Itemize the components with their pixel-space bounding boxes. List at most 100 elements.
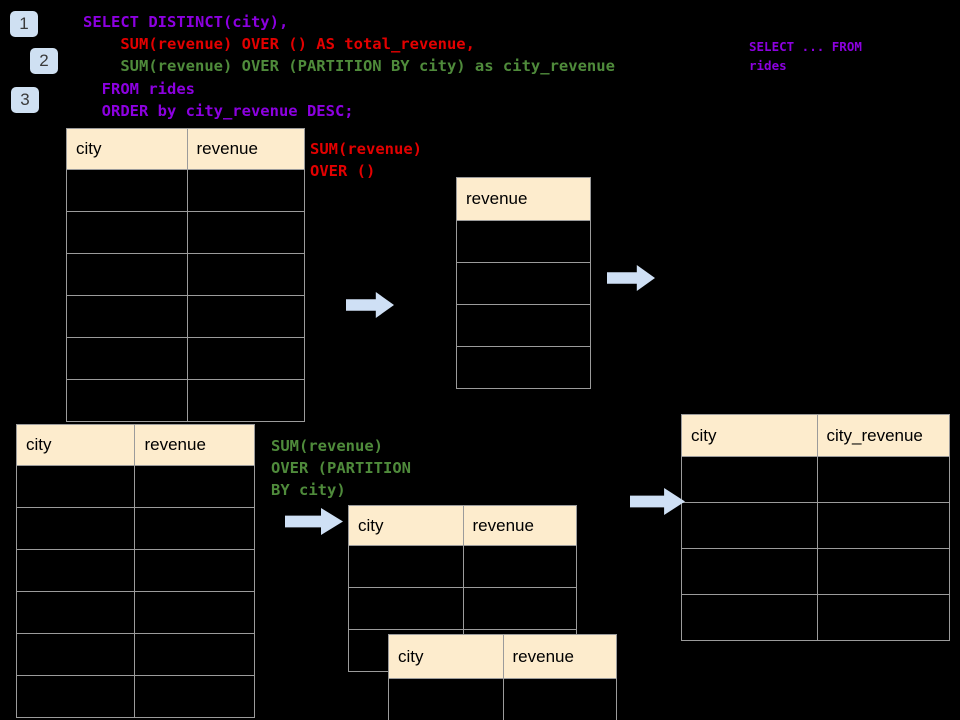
table-cell <box>134 675 255 718</box>
table-cell <box>681 502 818 549</box>
column-header-city: city <box>15 424 136 466</box>
table-cell <box>66 295 188 338</box>
table-cell <box>681 594 818 641</box>
table-cell <box>456 304 591 347</box>
table-cell <box>186 379 305 422</box>
table-row <box>348 545 577 588</box>
table-cell <box>66 379 188 422</box>
table-row <box>66 169 305 212</box>
column-header-city: city <box>681 414 818 457</box>
sql-line-order-by: ORDER by city_revenue DESC; <box>83 102 354 120</box>
table-row <box>66 379 305 422</box>
table-cell <box>186 169 305 212</box>
table-cell <box>502 678 617 720</box>
table-cell <box>15 591 136 634</box>
table-row <box>456 220 591 263</box>
sql-line-sum-over-partition: SUM(revenue) OVER (PARTITION BY city) as… <box>83 57 615 75</box>
column-header-city: city <box>348 505 464 546</box>
arrow-source-to-total <box>346 292 394 318</box>
table-cell <box>66 337 188 380</box>
column-header-revenue: revenue <box>186 128 305 170</box>
table-cell <box>456 346 591 389</box>
table-cell <box>66 211 188 254</box>
table-cell <box>15 675 136 718</box>
table-cell <box>186 337 305 380</box>
table-row <box>15 465 255 508</box>
table-row <box>348 587 577 630</box>
table-row <box>681 456 950 503</box>
column-header-city: city <box>388 634 504 679</box>
table-cell <box>15 465 136 508</box>
table-cell <box>462 545 577 588</box>
arrow-source-to-partition <box>285 508 343 535</box>
annotation-sum-over-empty: SUM(revenue) OVER () <box>310 140 422 180</box>
step-badge-1: 1 <box>10 11 38 37</box>
table-header-row: revenue <box>456 177 591 221</box>
table-cell <box>816 502 950 549</box>
table-cell <box>134 549 255 592</box>
table-cell <box>66 253 188 296</box>
annotation-sum-over-partition: SUM(revenue) OVER (PARTITION BY city) <box>271 437 411 499</box>
arrow-partition-to-result <box>630 488 685 515</box>
sql-line-from: FROM rides <box>83 80 195 98</box>
column-header-revenue: revenue <box>456 177 591 221</box>
table-cell <box>134 507 255 550</box>
arrow-total-to-result <box>607 265 655 291</box>
table-cell <box>462 587 577 630</box>
table-row <box>15 549 255 592</box>
table-cell <box>186 295 305 338</box>
sql-line-select-distinct: SELECT DISTINCT(city), <box>83 13 289 31</box>
table-row <box>66 295 305 338</box>
table-cell <box>186 211 305 254</box>
table-cell <box>348 587 464 630</box>
table-row <box>15 633 255 676</box>
annotation-select-from-rides: SELECT ... FROM rides <box>749 39 862 73</box>
table-cell <box>134 465 255 508</box>
sql-line-sum-over-empty: SUM(revenue) OVER () AS total_revenue, <box>83 35 475 53</box>
table-row <box>456 346 591 389</box>
table-row <box>456 262 591 305</box>
total-revenue-table: revenue <box>456 177 591 389</box>
table-cell <box>816 456 950 503</box>
table-cell <box>186 253 305 296</box>
table-cell <box>681 548 818 595</box>
table-cell <box>456 220 591 263</box>
table-cell <box>348 545 464 588</box>
table-row <box>66 337 305 380</box>
step-badge-3: 3 <box>11 87 39 113</box>
table-cell <box>15 549 136 592</box>
step-badge-2: 2 <box>30 48 58 74</box>
table-cell <box>66 169 188 212</box>
table-cell <box>15 633 136 676</box>
table-row <box>66 211 305 254</box>
table-row <box>681 502 950 549</box>
column-header-city_revenue: city_revenue <box>816 414 950 457</box>
column-header-city: city <box>66 128 188 170</box>
table-cell <box>134 633 255 676</box>
table-row <box>456 304 591 347</box>
table-row <box>681 548 950 595</box>
table-cell <box>681 456 818 503</box>
table-cell <box>15 507 136 550</box>
table-row <box>15 591 255 634</box>
column-header-revenue: revenue <box>502 634 617 679</box>
table-cell <box>456 262 591 305</box>
table-row <box>681 594 950 641</box>
column-header-revenue: revenue <box>462 505 577 546</box>
table-cell <box>134 591 255 634</box>
table-row <box>66 253 305 296</box>
table-row <box>388 678 617 720</box>
table-cell <box>816 548 950 595</box>
table-row <box>15 507 255 550</box>
table-cell <box>388 678 504 720</box>
